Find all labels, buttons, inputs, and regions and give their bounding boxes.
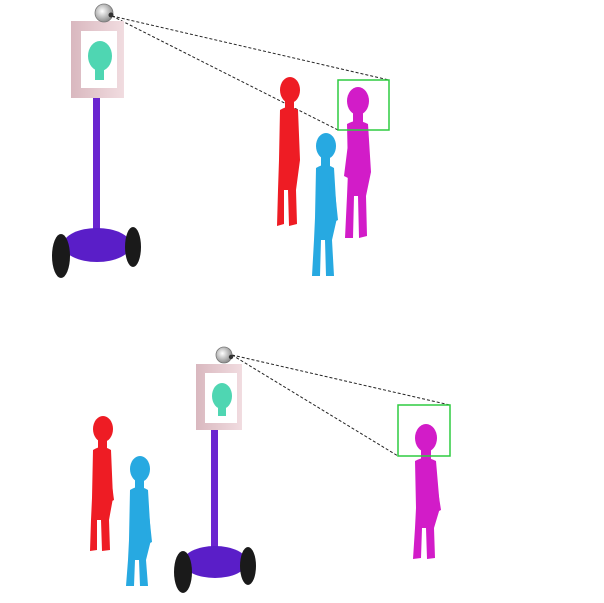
blue-person <box>312 133 338 276</box>
right-wheel <box>125 227 141 267</box>
telepresence-robot <box>174 346 256 593</box>
robot-pole <box>93 96 100 236</box>
left-wheel <box>52 234 70 278</box>
fov-line-upper <box>111 15 390 81</box>
robot-base <box>183 546 247 578</box>
camera-lens <box>228 354 234 360</box>
camera-lens <box>108 12 114 18</box>
right-wheel <box>240 547 256 585</box>
camera-icon <box>94 3 114 23</box>
red-person <box>90 416 114 551</box>
camera-icon <box>215 346 233 364</box>
panel-bottom <box>90 346 451 593</box>
fov-line-upper <box>231 354 451 406</box>
panel-top <box>52 3 390 278</box>
fov-line-lower <box>111 15 339 131</box>
red-person <box>277 77 300 226</box>
magenta-person <box>344 87 371 238</box>
fov-line-lower <box>231 354 399 457</box>
detection-box <box>337 79 390 131</box>
telepresence-robot <box>52 3 141 278</box>
left-wheel <box>174 551 192 593</box>
robot-base <box>63 228 131 262</box>
face-icon <box>212 383 232 416</box>
blue-person <box>126 456 152 586</box>
robot-pole <box>211 430 218 550</box>
detection-box <box>397 404 451 457</box>
face-icon <box>88 41 112 80</box>
magenta-person <box>413 424 441 559</box>
